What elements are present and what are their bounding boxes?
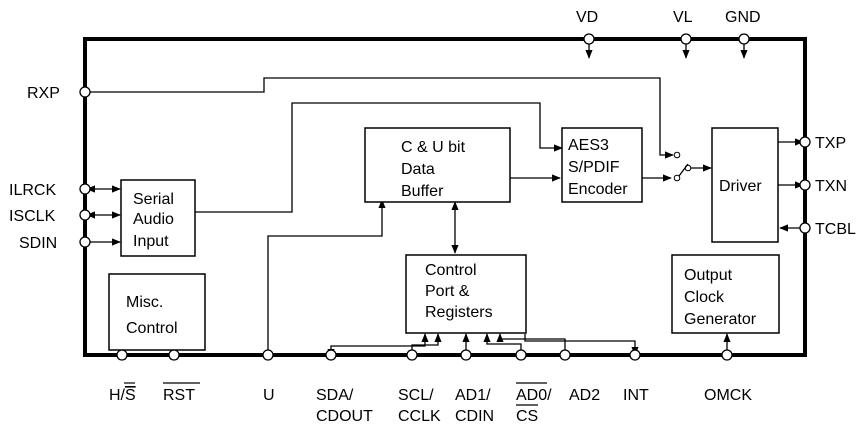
svg-text:Encoder: Encoder xyxy=(568,181,628,198)
pin-label-vl: VL xyxy=(673,9,693,26)
serial-audio-input-block: Serial Audio Input xyxy=(120,179,196,257)
pin-circles xyxy=(79,33,811,361)
output-switch xyxy=(673,151,692,182)
pin-label-scl: SCL/ xyxy=(398,387,434,404)
svg-text:Port &: Port & xyxy=(425,283,470,300)
pin-label-cdin: CDIN xyxy=(455,408,494,425)
svg-text:AES3: AES3 xyxy=(568,137,609,154)
pin-label-ad2: AD2 xyxy=(569,387,600,404)
pin-label-sda: SDA/ xyxy=(316,387,354,404)
svg-text:Buffer: Buffer xyxy=(401,183,444,200)
svg-text:S/PDIF: S/PDIF xyxy=(568,159,620,176)
wires xyxy=(85,39,805,361)
svg-text:Input: Input xyxy=(133,233,169,250)
pin-label-h-s: H/S xyxy=(109,387,136,404)
pin-label-ad1: AD1/ xyxy=(455,387,491,404)
pin-label-ad0: AD0/ xyxy=(516,387,552,404)
driver-block: Driver xyxy=(711,127,779,243)
pin-label-rxp: RXP xyxy=(27,85,60,102)
pin-label-tcbl: TCBL xyxy=(815,221,856,238)
pin-label-txn: TXN xyxy=(815,178,847,195)
pin-label-ilrck: ILRCK xyxy=(9,182,56,199)
svg-text:Control: Control xyxy=(126,320,178,337)
pin-label-gnd: GND xyxy=(725,9,761,26)
svg-text:C & U bit: C & U bit xyxy=(401,139,466,156)
svg-text:Generator: Generator xyxy=(684,311,757,328)
svg-text:Driver: Driver xyxy=(719,178,762,195)
svg-text:Control: Control xyxy=(425,262,477,279)
svg-text:Misc.: Misc. xyxy=(126,294,163,311)
output-clock-generator-block: Output Clock Generator xyxy=(671,254,780,334)
cu-buffer-block: C & U bit Data Buffer xyxy=(364,127,511,203)
svg-text:Registers: Registers xyxy=(425,304,493,321)
pin-label-txp: TXP xyxy=(815,135,846,152)
svg-text:Serial: Serial xyxy=(133,191,174,208)
aes3-encoder-block: AES3 S/PDIF Encoder xyxy=(561,127,643,203)
control-port-block: Control Port & Registers xyxy=(405,254,527,334)
pin-label-omck: OMCK xyxy=(704,387,752,404)
pin-label-cclk: CCLK xyxy=(398,408,441,425)
svg-text:Audio: Audio xyxy=(133,211,174,228)
pin-label-int: INT xyxy=(623,387,649,404)
pin-label-vd: VD xyxy=(576,9,598,26)
svg-text:Clock: Clock xyxy=(684,289,725,306)
chip-outline xyxy=(83,37,807,357)
pin-label-rst: RST xyxy=(163,387,195,404)
pin-label-u: U xyxy=(263,387,275,404)
pin-label-cs: CS xyxy=(516,408,538,425)
misc-control-block: Misc. Control xyxy=(108,273,206,351)
pin-label-cdout: CDOUT xyxy=(316,408,373,425)
svg-text:Data: Data xyxy=(401,161,435,178)
pin-label-isclk: ISCLK xyxy=(9,208,56,225)
svg-text:Output: Output xyxy=(684,267,733,284)
pin-label-sdin: SDIN xyxy=(19,235,57,252)
